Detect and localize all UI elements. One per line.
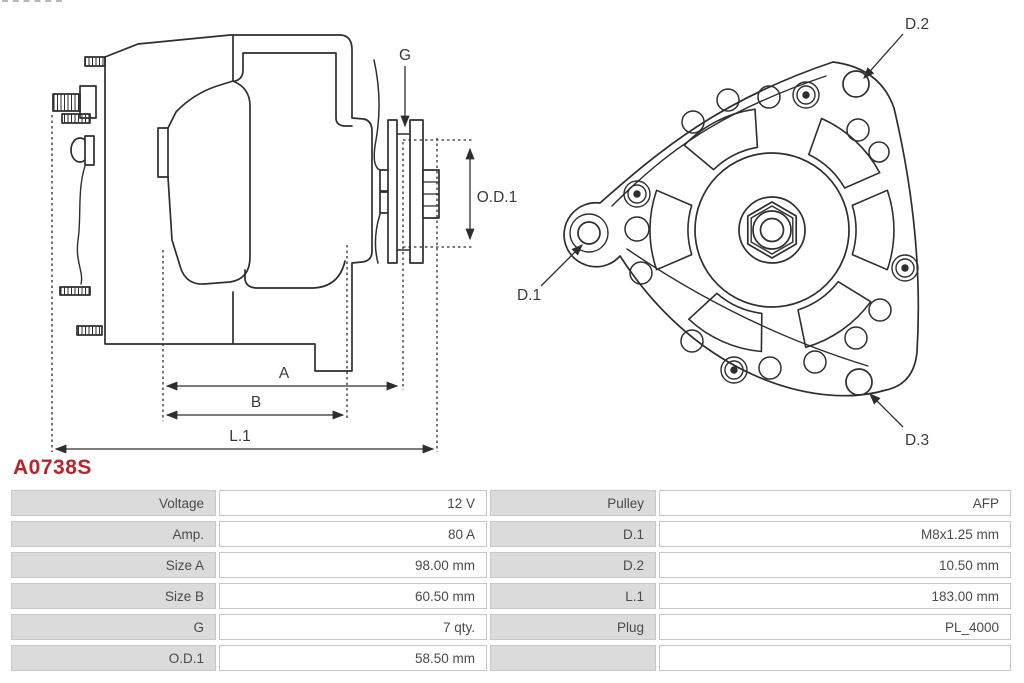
side-interior-curve bbox=[76, 157, 89, 285]
d1-leader bbox=[540, 244, 583, 287]
d2-leader bbox=[863, 33, 904, 79]
d2-hole bbox=[842, 70, 870, 98]
terminal-stud bbox=[84, 56, 106, 67]
front-view-leaders bbox=[540, 33, 904, 428]
mount-boss-ring bbox=[569, 213, 609, 253]
dim-label-od1: O.D.1 bbox=[477, 189, 517, 206]
spec-value-empty bbox=[659, 645, 1011, 671]
terminal-stud bbox=[59, 286, 91, 296]
spec-value-d1: M8x1.25 mm bbox=[659, 521, 1011, 547]
side-window bbox=[234, 52, 353, 289]
alternator-front-view bbox=[563, 61, 920, 397]
pulley-plate bbox=[387, 119, 398, 264]
pulley-groove bbox=[396, 133, 411, 251]
front-housing-outline bbox=[563, 61, 920, 397]
vent-holes bbox=[624, 85, 892, 380]
shaft-nut-inner bbox=[750, 205, 794, 255]
dim-label-g: G bbox=[399, 47, 411, 64]
shaft-spline-lines bbox=[422, 181, 440, 207]
side-rear-plate bbox=[373, 59, 381, 264]
through-bolts bbox=[623, 81, 919, 384]
spec-label-plug: Plug bbox=[490, 614, 656, 640]
spec-table: Voltage 12 V Pulley AFP Amp. 80 A D.1 M8… bbox=[11, 490, 1011, 671]
extension-lines bbox=[51, 115, 474, 452]
mount-boss-hole bbox=[577, 221, 601, 245]
terminal-stud bbox=[76, 325, 103, 336]
scan-artifact bbox=[2, 0, 62, 2]
spec-label-pulley: Pulley bbox=[490, 490, 656, 516]
spec-value-size-a: 98.00 mm bbox=[219, 552, 487, 578]
dim-label-b: B bbox=[251, 394, 261, 411]
spec-label-voltage: Voltage bbox=[11, 490, 216, 516]
terminal-stud bbox=[52, 93, 81, 112]
dim-label-l1: L.1 bbox=[229, 428, 251, 445]
shaft-nut-outer bbox=[746, 201, 798, 259]
spec-label-size-b: Size B bbox=[11, 583, 216, 609]
spec-label-size-a: Size A bbox=[11, 552, 216, 578]
spec-value-plug: PL_4000 bbox=[659, 614, 1011, 640]
side-rotor bbox=[167, 80, 251, 285]
shaft-ring bbox=[752, 210, 792, 250]
side-view-labels: G O.D.1 A B L.1 bbox=[229, 47, 517, 445]
dim-label-d3: D.3 bbox=[905, 432, 929, 449]
spec-value-amp: 80 A bbox=[219, 521, 487, 547]
rotor-face bbox=[694, 152, 850, 308]
dim-label-a: A bbox=[279, 365, 290, 382]
spec-value-size-b: 60.50 mm bbox=[219, 583, 487, 609]
spec-value-od1: 58.50 mm bbox=[219, 645, 487, 671]
fan-windows bbox=[649, 108, 895, 353]
terminal-cap-body bbox=[84, 135, 95, 166]
d3-hole bbox=[845, 368, 873, 396]
spec-value-d2: 10.50 mm bbox=[659, 552, 1011, 578]
spec-label-d1: D.1 bbox=[490, 521, 656, 547]
side-view-dimensions bbox=[51, 66, 475, 454]
spec-label-g: G bbox=[11, 614, 216, 640]
d3-leader bbox=[869, 393, 904, 428]
spec-value-l1: 183.00 mm bbox=[659, 583, 1011, 609]
spec-label-od1: O.D.1 bbox=[11, 645, 216, 671]
spec-value-voltage: 12 V bbox=[219, 490, 487, 516]
spec-value-g: 7 qty. bbox=[219, 614, 487, 640]
technical-diagram: G O.D.1 A B L.1 bbox=[51, 16, 929, 454]
side-rotor-tab bbox=[157, 127, 169, 178]
alternator-side-view bbox=[52, 34, 440, 372]
pulley-hub-ring bbox=[738, 196, 806, 264]
spec-value-pulley: AFP bbox=[659, 490, 1011, 516]
spec-label-amp: Amp. bbox=[11, 521, 216, 547]
spec-label-empty bbox=[490, 645, 656, 671]
spec-label-l1: L.1 bbox=[490, 583, 656, 609]
part-number: A0738S bbox=[13, 456, 92, 479]
terminal-stud bbox=[61, 113, 91, 124]
pulley-plate bbox=[409, 119, 424, 264]
side-body-outline bbox=[104, 34, 373, 372]
spec-label-d2: D.2 bbox=[490, 552, 656, 578]
shaft-center bbox=[759, 217, 785, 243]
front-view-labels: D.2 D.1 D.3 bbox=[517, 16, 929, 449]
dim-label-d1: D.1 bbox=[517, 287, 541, 304]
dim-label-d2: D.2 bbox=[905, 16, 929, 33]
